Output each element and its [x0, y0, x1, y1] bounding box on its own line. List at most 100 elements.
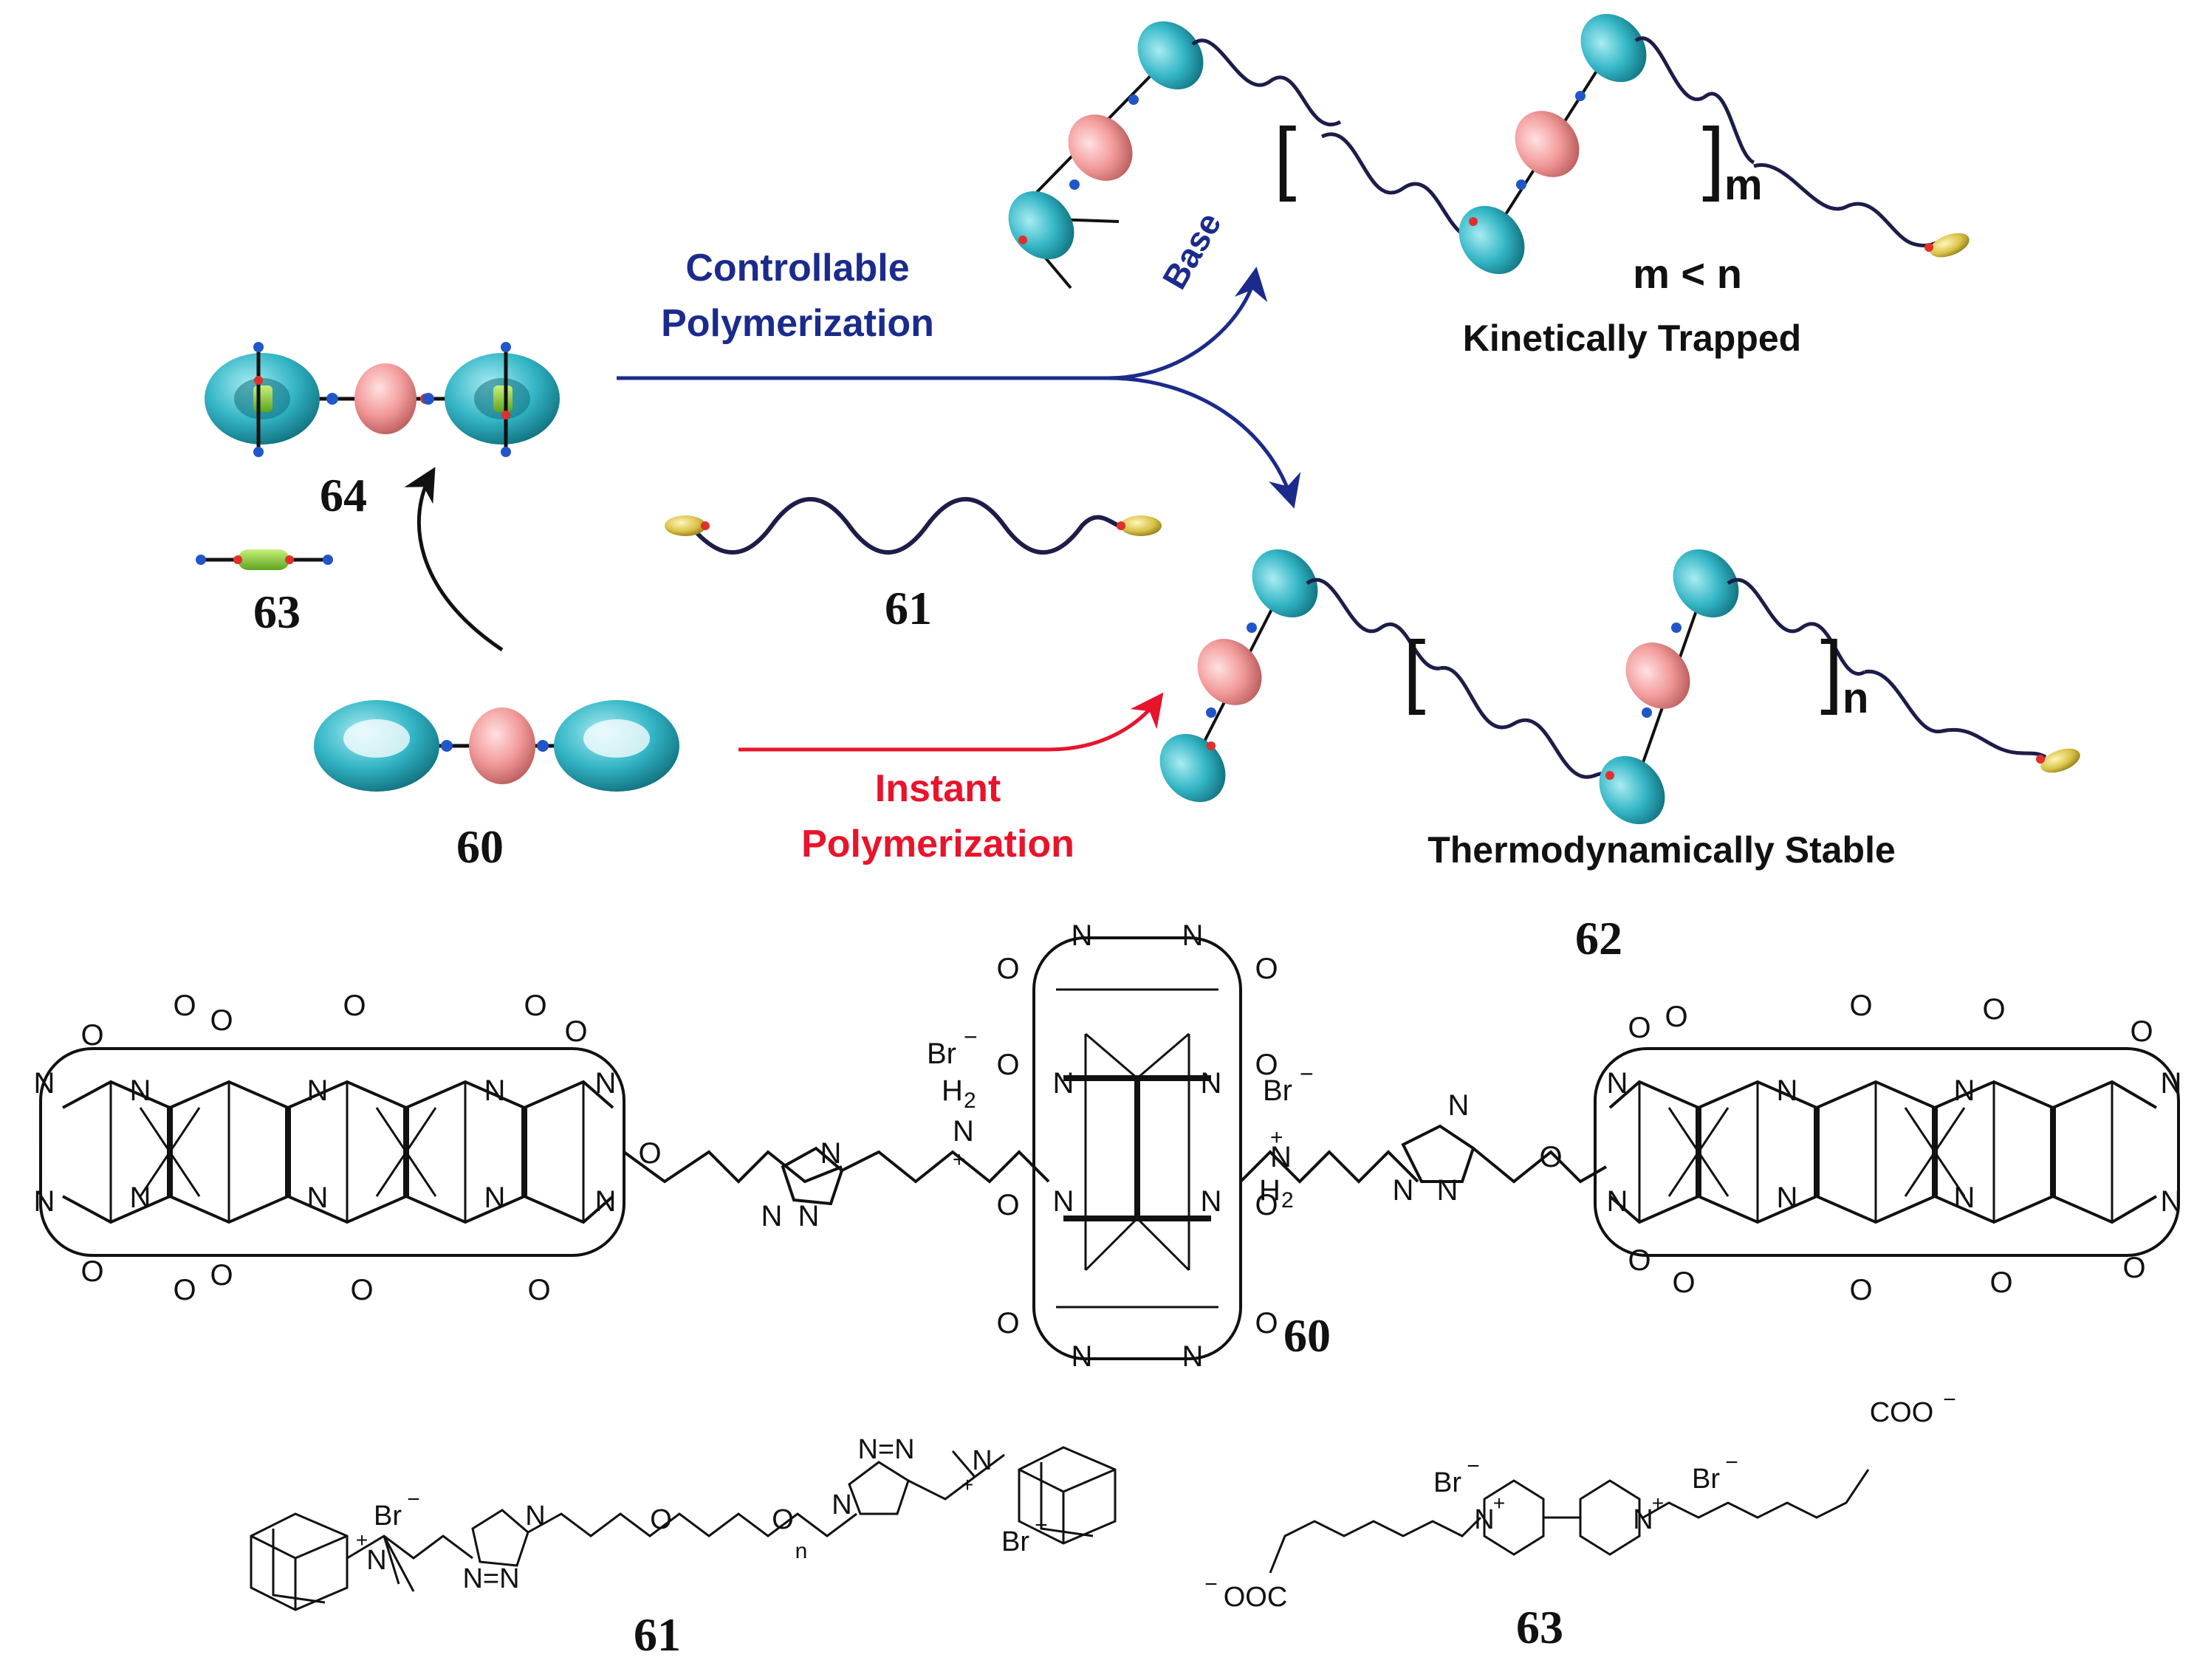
atom-label: N: [1607, 1067, 1628, 1100]
atom-label: n: [795, 1539, 808, 1563]
atom-label: O: [350, 1274, 373, 1306]
n-right-ammonium-charge: +: [1270, 1125, 1283, 1150]
atom-label: N: [1954, 1074, 1975, 1107]
instant-label-2: Polymerization: [801, 823, 1074, 865]
structure-61: [250, 1446, 1117, 1611]
atom-label: N: [484, 1182, 506, 1214]
br-right-60: Br: [1263, 1074, 1292, 1107]
structure-63-atoms: Br − N + Br − N + COO − OOC −: [1204, 1388, 1956, 1613]
atom-label: O: [996, 1307, 1019, 1340]
polymer-thermo-cartoon: [1159, 549, 2080, 825]
base-label: Base: [1155, 206, 1229, 295]
atom-label: N: [1072, 919, 1093, 952]
atom-label: O: [1665, 1001, 1687, 1033]
atom-label: N: [832, 1489, 851, 1520]
atom-label: O: [1255, 953, 1278, 985]
atom-label: O: [1539, 1141, 1562, 1173]
atom-label: N: [595, 1185, 617, 1218]
atom-label: N: [1607, 1185, 1628, 1218]
atom-label: Br: [1433, 1467, 1461, 1498]
atom-label: O: [1849, 990, 1872, 1022]
atom-label: O: [638, 1137, 661, 1170]
atom-label: N: [1053, 1067, 1074, 1100]
atom-label: N: [1053, 1185, 1074, 1218]
atom-label: N: [525, 1501, 545, 1532]
label-61-structure: 61: [634, 1608, 681, 1661]
atom-label: O: [996, 1049, 1019, 1081]
structure-60-atoms: O O O O O O O O O O O O N N N N N N N N …: [34, 919, 2182, 1373]
atom-label: Br: [374, 1501, 402, 1532]
label-64: 64: [320, 469, 367, 521]
atom-label: O: [343, 990, 366, 1022]
atom-label: N: [1072, 1340, 1093, 1373]
atom-label: O: [524, 990, 546, 1022]
atom-label: N: [1201, 1185, 1222, 1218]
atom-label: OOC: [1224, 1582, 1288, 1613]
m-less-n-label: m < n: [1633, 250, 1742, 297]
atom-label: N: [307, 1182, 329, 1214]
atom-label: O: [2122, 1252, 2145, 1284]
atom-label: −: [1035, 1513, 1048, 1537]
atom-label: O: [996, 953, 1019, 985]
compound-61-cartoon: [665, 497, 1162, 555]
atom-label: −: [1467, 1454, 1480, 1478]
blue-arrow-branch: [1107, 376, 1301, 509]
atom-label: O: [1255, 1307, 1278, 1340]
atom-label: N: [130, 1182, 151, 1214]
atom-label: O: [1628, 1244, 1650, 1277]
h2-left-60: H: [942, 1074, 963, 1107]
atom-label: O: [564, 1015, 587, 1048]
br-left-60: Br: [927, 1038, 956, 1070]
label-61-top: 61: [885, 582, 932, 634]
atom-label: COO: [1870, 1397, 1934, 1428]
atom-label: O: [2130, 1015, 2153, 1048]
atom-label: O: [1849, 1274, 1872, 1306]
central-cb: [1032, 936, 1242, 1360]
kinetic-bracket-open: [: [1274, 112, 1297, 202]
atom-label: O: [210, 1259, 233, 1292]
atom-label: N: [820, 1137, 842, 1170]
structure-63: [1269, 1469, 1870, 1574]
br-right-60-charge: −: [1300, 1060, 1314, 1087]
atom-label: O: [1255, 1189, 1278, 1221]
atom-label: −: [1725, 1450, 1738, 1475]
controllable-label-2: Polymerization: [661, 302, 934, 345]
thermo-bracket-open: [: [1403, 625, 1426, 716]
atom-label: N: [2161, 1067, 2182, 1100]
compound-63-cartoon: [196, 549, 333, 570]
atom-label: +: [961, 1473, 973, 1496]
blue-arrow-main: [617, 267, 1268, 380]
atom-label: N: [1633, 1504, 1653, 1535]
atom-label: O: [80, 1019, 103, 1052]
atom-label: +: [356, 1529, 368, 1552]
atom-label: −: [1204, 1572, 1218, 1597]
atom-label: O: [1672, 1266, 1695, 1299]
atom-label: N=N: [857, 1434, 914, 1465]
atom-label: N: [34, 1185, 55, 1218]
atom-label: O: [650, 1504, 672, 1535]
polymer-kinetic-cartoon: [1008, 13, 1970, 289]
atom-label: O: [1989, 1266, 2012, 1299]
atom-label: +: [1652, 1492, 1664, 1515]
red-arrow: [738, 692, 1164, 752]
atom-label: N: [1182, 919, 1204, 952]
kinetically-trapped-label: Kinetically Trapped: [1463, 318, 1801, 359]
atom-label: O: [772, 1504, 794, 1535]
controllable-label-1: Controllable: [685, 247, 909, 289]
compound-64-cartoon: [205, 342, 560, 457]
label-60-top: 60: [456, 820, 504, 873]
atom-label: O: [1255, 1049, 1278, 1081]
atom-label: N: [2161, 1185, 2182, 1218]
atom-label: N: [1777, 1182, 1798, 1214]
atom-label: O: [1982, 993, 2005, 1026]
n-left-ammonium-charge: +: [953, 1148, 966, 1172]
atom-label: N: [1954, 1182, 1975, 1214]
atom-label: O: [80, 1255, 103, 1288]
atom-label: +: [1493, 1492, 1505, 1515]
atom-label: N: [1777, 1074, 1798, 1107]
atom-label: N: [34, 1067, 55, 1100]
atom-label: −: [407, 1487, 420, 1512]
structure-60: [39, 936, 2180, 1360]
kinetic-subscript-m: m: [1724, 161, 1763, 209]
